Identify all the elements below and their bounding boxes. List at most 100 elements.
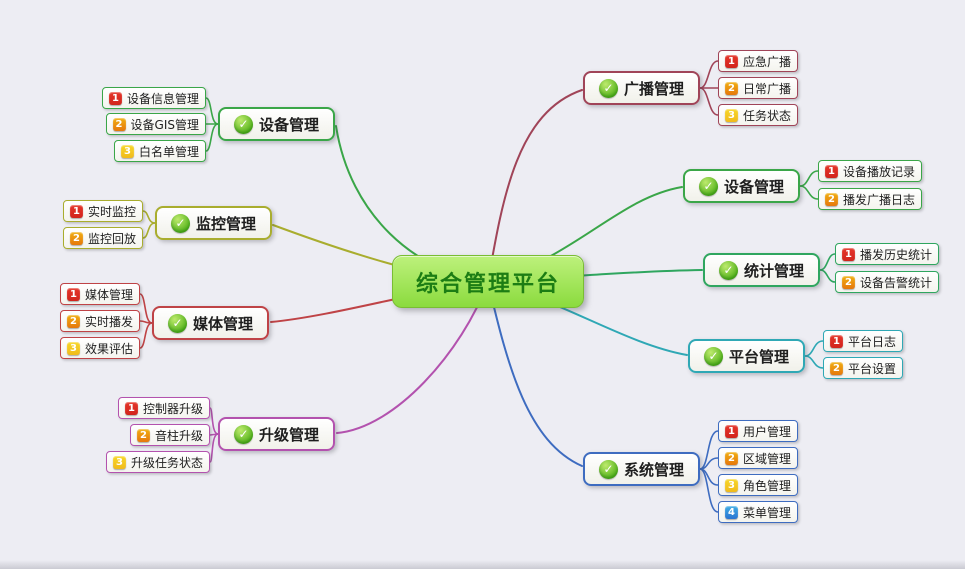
link-b0-c0 [205,97,219,125]
child-realtime-broadcast[interactable]: 2 实时播发 [59,310,140,332]
branch-node-device-mgmt-right[interactable]: ✓ 设备管理 [683,169,800,203]
branch-node-platform-mgmt[interactable]: ✓ 平台管理 [688,339,805,373]
branch-label: 监控管理 [195,214,256,233]
branch-label: 系统管理 [623,460,684,479]
child-monitor-playback[interactable]: 2 监控回放 [62,227,143,249]
child-label: 设备信息管理 [126,91,199,106]
link-b2-c2 [139,322,153,349]
child-whitelist-mgmt[interactable]: 3 白名单管理 [113,140,206,162]
child-user-mgmt[interactable]: 1 用户管理 [718,420,799,442]
number-badge: 3 [725,478,738,492]
branch-label: 平台管理 [728,347,789,366]
check-icon: ✓ [598,78,618,98]
number-badge: 2 [136,428,150,442]
child-menu-mgmt[interactable]: 4 菜单管理 [718,501,799,523]
child-device-play-record[interactable]: 1 设备播放记录 [818,160,923,182]
check-icon: ✓ [703,346,723,366]
number-badge: 2 [66,314,80,328]
link-b4-c2 [699,87,719,116]
number-badge: 2 [842,275,855,289]
child-media-mgmt[interactable]: 1 媒体管理 [59,283,140,305]
link-b7-c1 [804,355,824,369]
child-label: 任务状态 [743,108,792,123]
number-badge: 1 [108,91,122,105]
number-badge: 2 [830,361,843,375]
child-device-alarm-stats[interactable]: 2 设备告警统计 [835,271,940,293]
check-icon: ✓ [233,114,253,134]
child-label: 效果评估 [84,341,133,356]
child-role-mgmt[interactable]: 3 角色管理 [718,474,799,496]
link-b5-c1 [799,185,819,200]
child-label: 白名单管理 [138,144,199,159]
child-label: 控制器升级 [142,401,203,416]
branch-label: 设备管理 [723,177,784,196]
check-icon: ✓ [170,213,190,233]
branch-label: 广播管理 [623,79,684,98]
child-effect-eval[interactable]: 3 效果评估 [59,337,140,359]
number-badge: 4 [725,505,738,519]
branch-node-broadcast-mgmt[interactable]: ✓ 广播管理 [583,71,700,105]
link-b6-c0 [819,253,836,271]
link-b1-c0 [142,210,156,224]
child-realtime-monitor[interactable]: 1 实时监控 [62,200,143,222]
child-label: 平台设置 [848,361,897,376]
link-b0-c2 [205,123,219,152]
check-icon: ✓ [598,459,618,479]
branch-node-media-mgmt[interactable]: ✓ 媒体管理 [152,306,269,340]
link-b5-c0 [799,170,819,187]
branch-node-device-mgmt-left[interactable]: ✓ 设备管理 [218,107,335,141]
child-region-mgmt[interactable]: 2 区域管理 [718,447,799,469]
bottom-shadow [0,560,965,569]
number-badge: 3 [66,341,80,355]
child-upgrade-task-status[interactable]: 3 升级任务状态 [105,451,210,473]
child-label: 日常广播 [743,81,792,96]
child-device-info-mgmt[interactable]: 1 设备信息管理 [101,87,206,109]
child-broadcast-log[interactable]: 2 播发广播日志 [818,188,923,210]
link-b6-c1 [819,269,836,283]
child-label: 应急广播 [743,54,792,69]
number-badge: 1 [830,334,843,348]
number-badge: 3 [112,455,126,469]
number-badge: 1 [725,54,738,68]
link-center-broadcast-mgmt [487,89,583,283]
child-controller-upgrade[interactable]: 1 控制器升级 [117,397,210,419]
branch-node-stats-mgmt[interactable]: ✓ 统计管理 [703,253,820,287]
number-badge: 2 [112,117,126,131]
child-emergency-broadcast[interactable]: 1 应急广播 [718,50,799,72]
child-label: 设备GIS管理 [130,117,199,132]
central-node[interactable]: 综合管理平台 [392,255,584,308]
number-badge: 1 [124,401,138,415]
child-daily-broadcast[interactable]: 2 日常广播 [718,77,799,99]
number-badge: 2 [725,451,738,465]
child-label: 播发历史统计 [860,247,933,262]
link-b7-c0 [804,340,824,357]
child-label: 区域管理 [743,451,792,466]
link-b3-c0 [209,407,219,435]
child-label: 媒体管理 [84,287,133,302]
branch-node-monitor-mgmt[interactable]: ✓ 监控管理 [155,206,272,240]
number-badge: 2 [725,81,738,95]
link-b1-c1 [142,222,156,239]
number-badge: 1 [725,424,738,438]
child-broadcast-history-stats[interactable]: 1 播发历史统计 [835,243,940,265]
child-label: 设备播放记录 [843,164,916,179]
child-label: 角色管理 [743,478,792,493]
branch-node-system-mgmt[interactable]: ✓ 系统管理 [583,452,700,486]
child-label: 用户管理 [743,424,792,439]
number-badge: 3 [725,108,738,122]
child-task-status[interactable]: 3 任务状态 [718,104,799,126]
number-badge: 1 [69,204,83,218]
child-platform-log[interactable]: 1 平台日志 [823,330,904,352]
check-icon: ✓ [718,260,738,280]
child-device-gis-mgmt[interactable]: 2 设备GIS管理 [105,113,206,135]
branch-node-upgrade-mgmt[interactable]: ✓ 升级管理 [218,417,335,451]
number-badge: 2 [69,231,83,245]
child-label: 升级任务状态 [130,455,203,470]
number-badge: 1 [825,164,838,178]
link-b4-c0 [699,60,719,89]
link-b2-c0 [139,293,153,324]
number-badge: 1 [842,247,855,261]
child-speaker-upgrade[interactable]: 2 音柱升级 [129,424,210,446]
child-platform-settings[interactable]: 2 平台设置 [823,357,904,379]
